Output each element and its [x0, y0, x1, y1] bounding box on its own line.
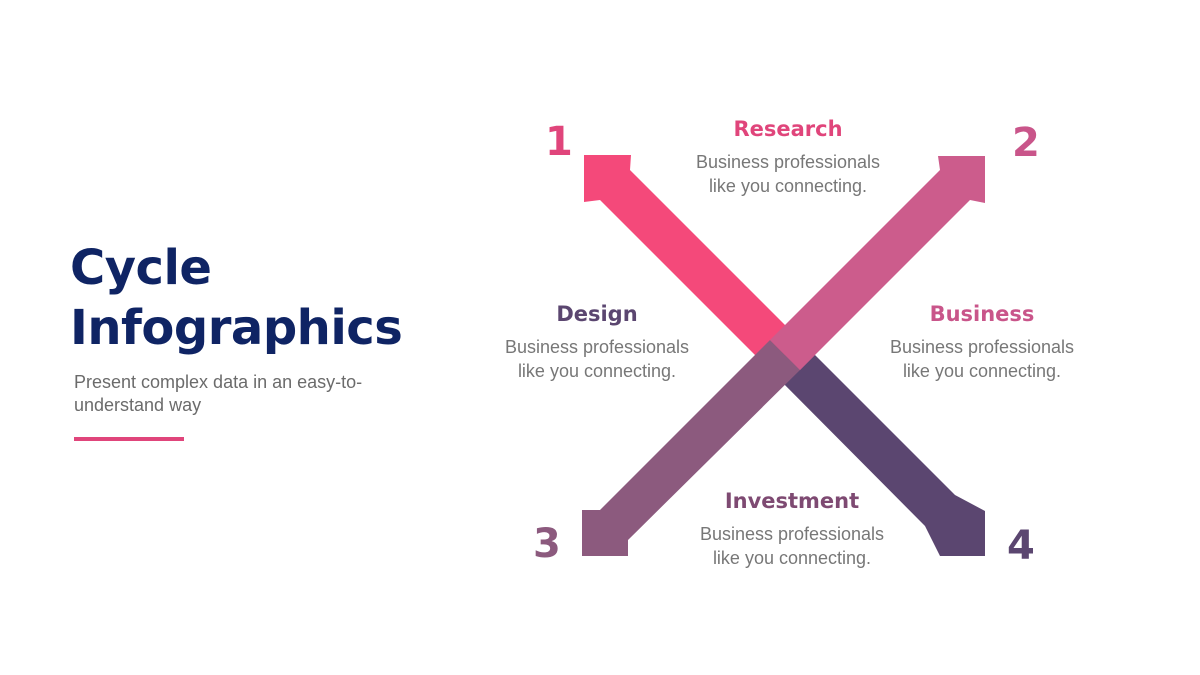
slide-subtitle: Present complex data in an easy-to-under… [74, 372, 363, 415]
accent-divider [74, 437, 184, 441]
arrow-3-down-left-icon [582, 340, 800, 556]
step-design: Design Business professionals like you c… [467, 301, 727, 383]
step-investment: Investment Business professionals like y… [662, 488, 922, 570]
step-number-1: 1 [545, 119, 573, 165]
slide-title: Cycle Infographics [70, 238, 403, 358]
title-line-1: Cycle [70, 240, 212, 296]
step-number-2: 2 [1012, 120, 1040, 166]
step-heading: Investment [724, 489, 860, 513]
step-research: Research Business professionals like you… [658, 116, 918, 198]
step-description: Business professionals like you connecti… [889, 337, 1075, 381]
step-heading: Design [556, 302, 638, 326]
step-business: Business Business professionals like you… [852, 301, 1112, 383]
arrow-4-down-right-icon [770, 340, 985, 556]
step-description: Business professionals like you connecti… [699, 524, 885, 568]
step-description: Business professionals like you connecti… [504, 337, 690, 381]
title-line-2: Infographics [70, 300, 403, 356]
arrow-1-up-left-icon [584, 155, 800, 370]
step-heading: Business [929, 302, 1035, 326]
step-description: Business professionals like you connecti… [695, 152, 881, 196]
arrow-2-up-right-icon [770, 156, 985, 370]
step-number-3: 3 [533, 521, 561, 567]
step-heading: Research [733, 117, 843, 141]
step-number-4: 4 [1007, 523, 1035, 569]
center-overlap-upper [785, 340, 815, 370]
